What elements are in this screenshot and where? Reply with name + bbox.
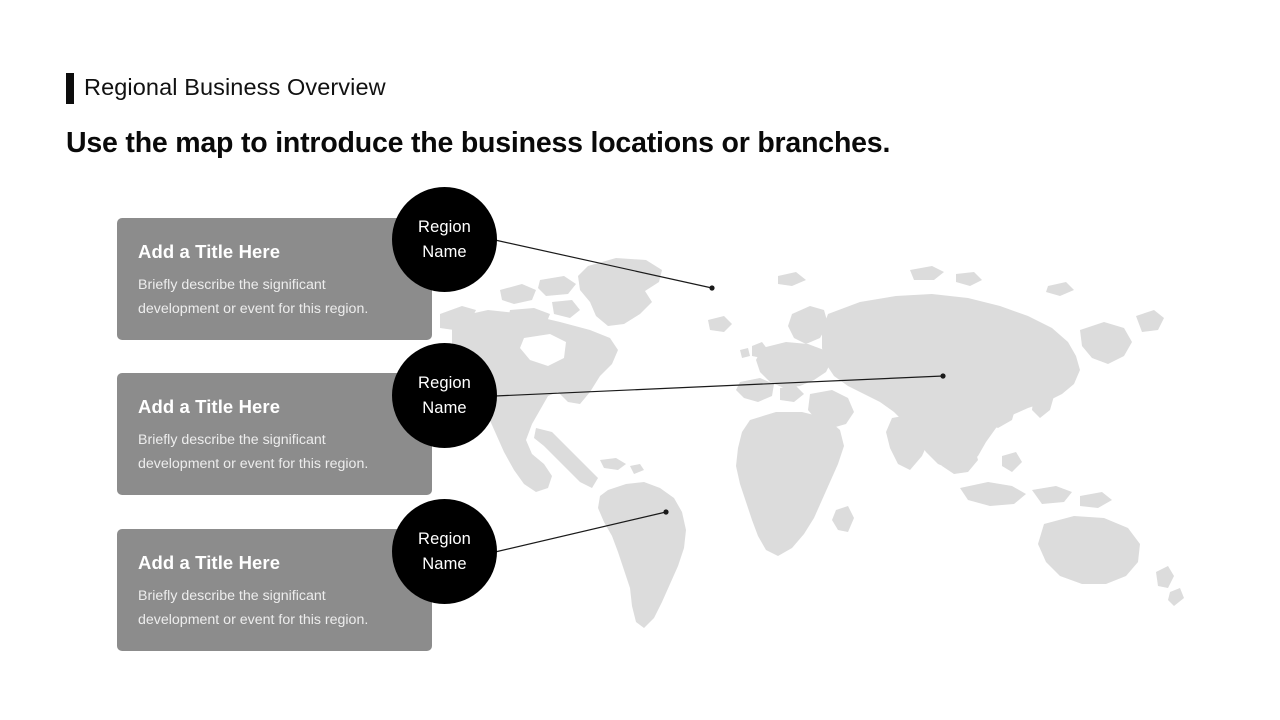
map-marker-1 — [709, 285, 715, 291]
region-card[interactable]: Add a Title Here Briefly describe the si… — [117, 529, 432, 651]
region-badge-label: Region Name — [412, 371, 477, 421]
region-badge[interactable]: Region Name — [392, 343, 497, 448]
region-badge-line2: Name — [422, 242, 467, 261]
leader-line-2 — [494, 375, 944, 397]
region-badge-line2: Name — [422, 398, 467, 417]
region-card-title: Add a Title Here — [138, 552, 281, 573]
region-badge-line1: Region — [418, 529, 471, 548]
region-badge-label: Region Name — [412, 527, 477, 577]
region-card-title: Add a Title Here — [138, 241, 281, 262]
region-card-description: Briefly describe the significant develop… — [138, 588, 369, 628]
region-badge-line2: Name — [422, 554, 467, 573]
leader-line-3 — [494, 511, 667, 553]
leader-line-1 — [494, 239, 713, 289]
region-card-title: Add a Title Here — [138, 396, 281, 417]
region-badge-line1: Region — [418, 217, 471, 236]
region-badge-label: Region Name — [412, 215, 477, 265]
map-marker-2 — [940, 373, 946, 379]
region-badge[interactable]: Region Name — [392, 499, 497, 604]
slide-header: Regional Business Overview — [66, 70, 1216, 110]
region-card[interactable]: Add a Title Here Briefly describe the si… — [117, 373, 432, 495]
map-marker-3 — [663, 509, 669, 515]
page-title: Regional Business Overview — [84, 74, 386, 100]
title-accent-bar — [66, 73, 74, 104]
region-card-description: Briefly describe the significant develop… — [138, 432, 369, 472]
region-card[interactable]: Add a Title Here Briefly describe the si… — [117, 218, 432, 340]
region-card-description: Briefly describe the significant develop… — [138, 277, 369, 317]
region-badge[interactable]: Region Name — [392, 187, 497, 292]
region-badge-line1: Region — [418, 373, 471, 392]
page-subtitle: Use the map to introduce the business lo… — [66, 127, 891, 159]
